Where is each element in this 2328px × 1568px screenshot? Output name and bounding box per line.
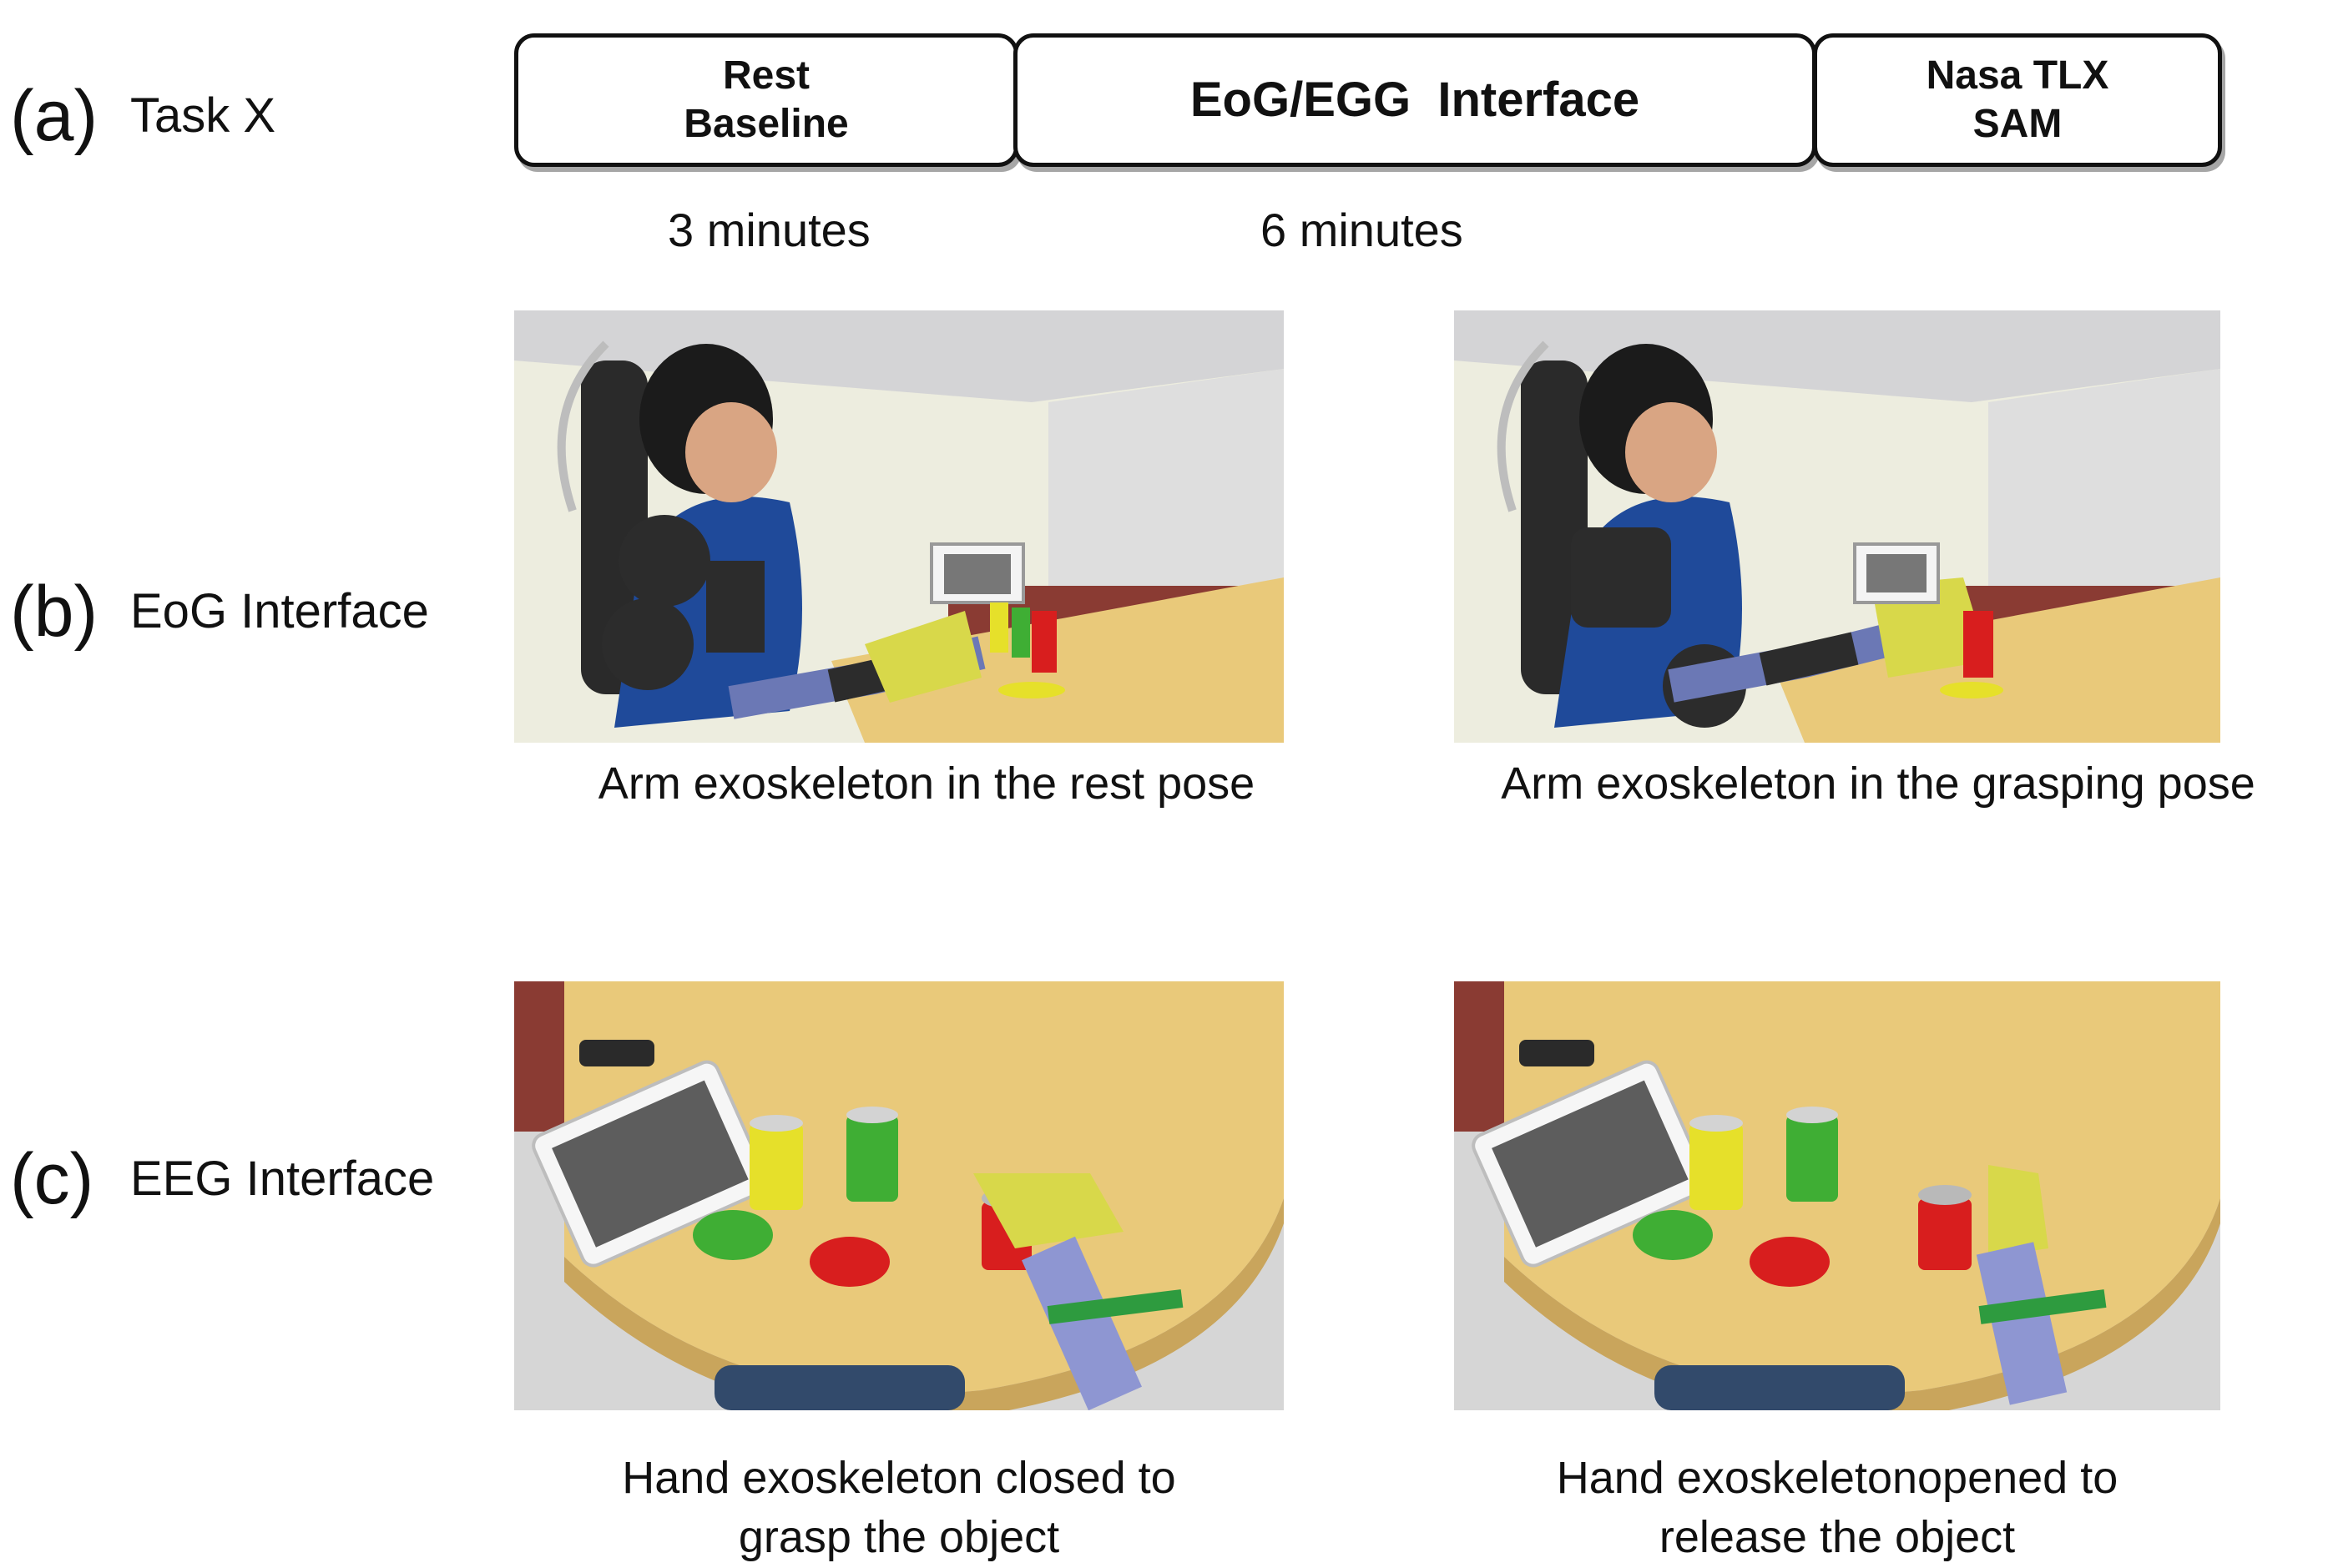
segment-line: Baseline [684,102,849,146]
row-b-label: EoG Interface [130,584,429,638]
caption-line: release the object [1659,1512,2016,1563]
caption-line: Hand exoskeleton closed to [622,1453,1176,1503]
segment-line: Nasa TLX [1926,53,2109,98]
timeline-segment-rest-baseline: Rest Baseline [514,33,1018,167]
caption-arm-rest-pose: Arm exoskeleton in the rest pose [598,759,1255,809]
row-a-letter: (a) [10,76,98,156]
segment-line: SAM [1972,102,2063,146]
row-a-label: Task X [130,88,276,143]
row-c-label: EEG Interface [130,1152,435,1206]
image-arm-grasping-pose [1454,310,2220,743]
timeline-segment-interface: EoG/EGG Interface [1013,33,1816,167]
caption-arm-grasping-pose: Arm exoskeleton in the grasping pose [1501,759,2255,809]
segment-line: EoG/EGG Interface [1189,73,1640,128]
caption-line: grasp the object [738,1512,1060,1563]
timeline-segment-nasa-sam: Nasa TLX SAM [1813,33,2222,167]
image-arm-rest-pose [514,310,1284,743]
row-c-letter: (c) [10,1139,94,1219]
duration-rest: 3 minutes [668,204,871,256]
row-b-letter: (b) [10,572,98,652]
caption-hand-opened: Hand exoskeletonopened to release the ob… [1454,1449,2220,1568]
caption-hand-closed: Hand exoskeleton closed to grasp the obj… [514,1449,1284,1568]
segment-line: Rest [722,53,811,98]
image-hand-opened [1454,981,2220,1410]
caption-line: Hand exoskeletonopened to [1556,1453,2118,1503]
image-hand-closed [514,981,1284,1410]
duration-interface: 6 minutes [1260,204,1463,256]
